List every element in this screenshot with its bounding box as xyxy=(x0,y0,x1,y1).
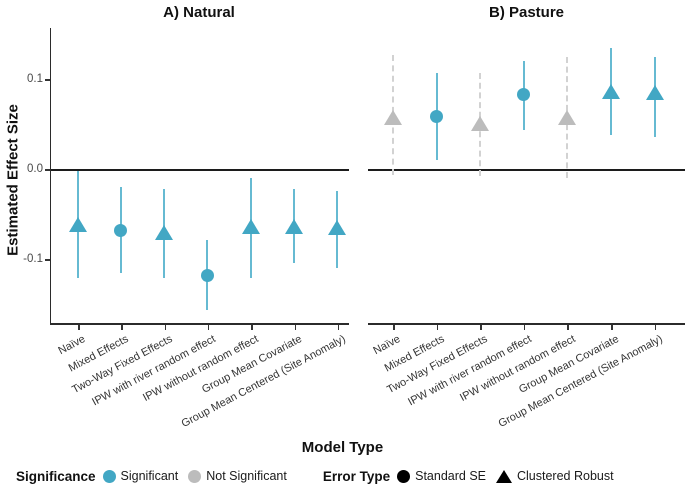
x-tick-label: Naïve xyxy=(371,333,403,358)
data-point-triangle xyxy=(68,216,87,232)
x-tick-mark xyxy=(654,325,657,330)
y-tick-mark xyxy=(45,169,50,171)
panel-a-title: A) Natural xyxy=(163,4,235,21)
legend-bar: Significance Significant Not Significant… xyxy=(16,465,614,487)
standard-se-dot-icon xyxy=(397,469,411,483)
x-tick-mark xyxy=(611,325,613,330)
y-tick-label: 0.0 xyxy=(27,163,43,175)
data-point-triangle xyxy=(471,116,490,132)
x-tick-mark xyxy=(121,325,123,330)
data-point-triangle xyxy=(384,109,402,125)
y-tick-mark xyxy=(45,79,50,81)
panel-b-title: B) Pasture xyxy=(488,4,565,21)
data-point-circle xyxy=(200,268,214,282)
y-axis-title: Estimated Effect Size xyxy=(4,104,22,256)
x-tick-mark xyxy=(78,325,80,330)
zero-reference-line xyxy=(368,169,685,171)
x-tick-mark xyxy=(567,325,569,330)
x-tick-mark xyxy=(294,325,296,330)
x-axis-title: Model Type xyxy=(301,439,384,456)
x-tick-mark xyxy=(393,325,395,330)
x-tick-mark xyxy=(523,325,526,330)
x-tick-mark xyxy=(337,325,340,330)
data-point-triangle xyxy=(328,219,347,235)
data-point-triangle xyxy=(602,83,620,99)
significant-label: Significant xyxy=(120,469,179,483)
y-tick-mark xyxy=(45,259,50,261)
panel-b-plot xyxy=(368,28,685,325)
x-tick-mark xyxy=(207,325,210,330)
data-point-triangle xyxy=(241,218,260,234)
data-point-triangle xyxy=(645,84,664,100)
clustered-robust-triangle-icon xyxy=(496,469,512,483)
zero-reference-line xyxy=(51,169,349,171)
data-point-circle xyxy=(430,110,444,124)
y-tick-label: 0.1 xyxy=(27,73,43,85)
data-point-triangle xyxy=(155,225,174,240)
y-tick-label: -0.1 xyxy=(23,253,43,265)
data-point-circle xyxy=(114,223,128,237)
standard-se-label: Standard SE xyxy=(415,469,486,483)
data-point-circle xyxy=(517,87,531,101)
x-tick-mark xyxy=(164,325,167,330)
x-tick-mark xyxy=(436,325,439,330)
panel-a-plot xyxy=(50,28,349,325)
x-tick-label: Naïve xyxy=(56,333,88,358)
clustered-robust-label: Clustered Robust xyxy=(517,469,614,483)
data-point-triangle xyxy=(558,109,577,125)
error-type-legend-title: Error Type xyxy=(322,468,391,484)
not-significant-label: Not Significant xyxy=(206,469,287,483)
significant-dot-icon xyxy=(102,469,116,483)
data-point-triangle xyxy=(285,218,303,234)
not-significant-dot-icon xyxy=(188,469,202,483)
x-tick-mark xyxy=(480,325,482,330)
significance-legend-title: Significance xyxy=(16,468,96,484)
x-tick-mark xyxy=(251,325,253,330)
